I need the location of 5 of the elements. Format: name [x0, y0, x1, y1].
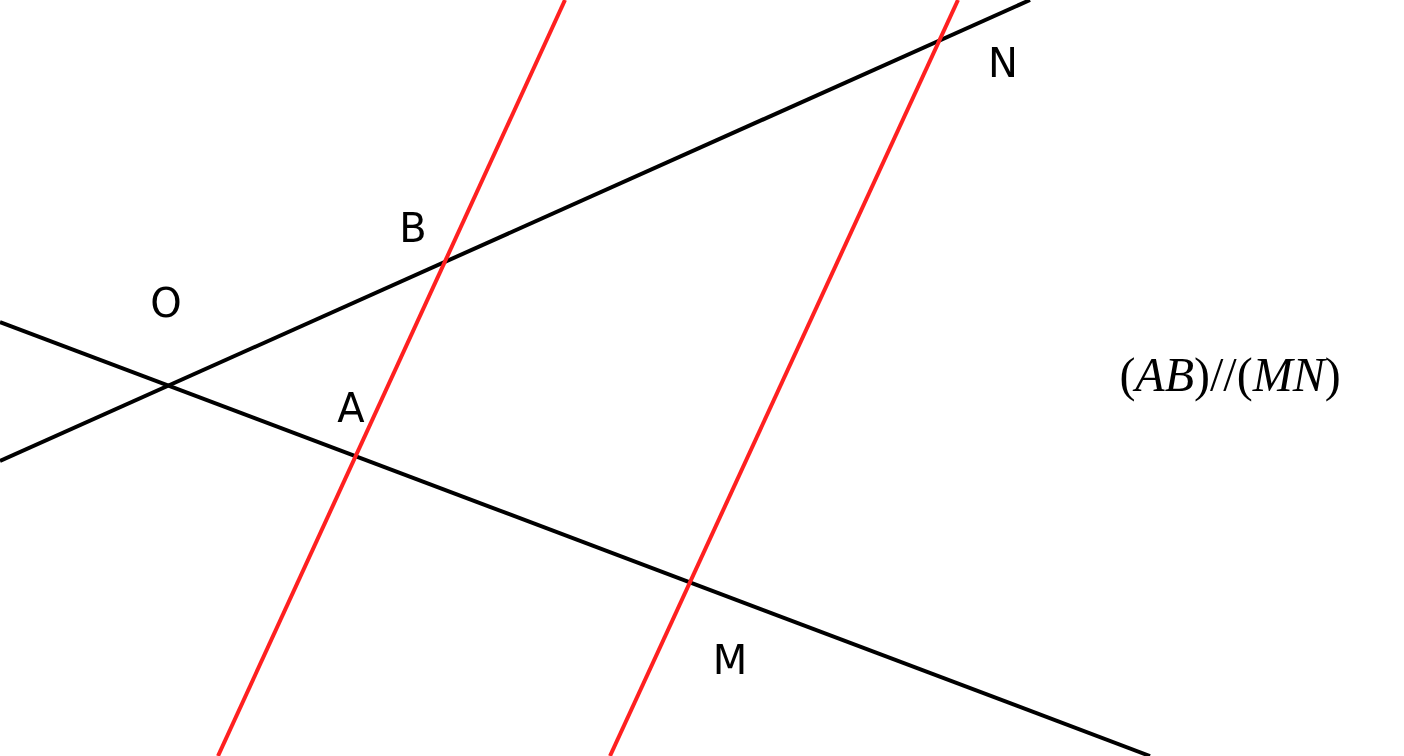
point-label: O [150, 283, 182, 323]
point-label: A [337, 388, 365, 428]
point-label: B [399, 208, 427, 248]
point-label: N [988, 43, 1018, 83]
point-label: M [712, 640, 748, 680]
